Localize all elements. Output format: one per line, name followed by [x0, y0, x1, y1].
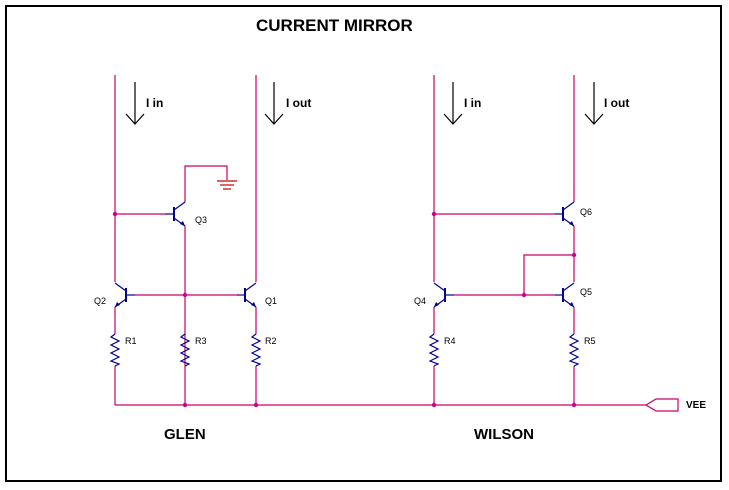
- glen-iin-arrow-icon: [125, 82, 145, 125]
- r5-label: R5: [584, 336, 596, 346]
- q3-transistor-icon: [165, 201, 186, 227]
- junction-dot: [253, 402, 259, 408]
- glen-section-label: GLEN: [164, 426, 206, 443]
- wilson-iin-arrow-icon: [443, 82, 463, 125]
- glen-iin-label: I in: [146, 96, 164, 110]
- junction-dot: [571, 252, 577, 258]
- r2-label: R2: [265, 336, 277, 346]
- glen-wires: [114, 75, 257, 405]
- vee-rail: [115, 398, 679, 412]
- glen-iout-label: I out: [286, 96, 312, 110]
- q6-transistor-icon: [555, 201, 575, 227]
- diagram-title: CURRENT MIRROR: [256, 16, 413, 35]
- vee-port-flag: [644, 398, 679, 412]
- junction-dot: [571, 402, 577, 408]
- q1-transistor-icon: [237, 282, 257, 308]
- junction-dot: [182, 292, 188, 298]
- glen-iout-arrow-icon: [264, 82, 284, 125]
- junction-dot: [182, 402, 188, 408]
- r5-resistor-icon: [568, 333, 580, 367]
- junction-dot: [431, 402, 437, 408]
- wilson-wires: [433, 75, 575, 405]
- junction-dot: [112, 211, 118, 217]
- q6-label: Q6: [580, 207, 593, 217]
- r4-resistor-icon: [428, 333, 440, 367]
- ground-icon: [217, 180, 237, 190]
- r3-label: R3: [195, 336, 207, 346]
- vee-label: VEE: [686, 400, 707, 411]
- current-arrows: [125, 82, 604, 125]
- r1-label: R1: [125, 336, 137, 346]
- glen-q3-collector-wire: [184, 165, 228, 202]
- transistors: [114, 201, 575, 308]
- q2-transistor-icon: [114, 282, 135, 308]
- q4-transistor-icon: [433, 282, 454, 308]
- wilson-iout-arrow-icon: [584, 82, 604, 125]
- resistors: [109, 333, 580, 367]
- junction-dot: [521, 292, 527, 298]
- q3-label: Q3: [195, 215, 208, 225]
- wilson-diode-wire: [523, 254, 574, 295]
- wilson-iin-label: I in: [464, 96, 482, 110]
- q1-label: Q1: [265, 296, 278, 306]
- wilson-iout-label: I out: [604, 96, 630, 110]
- r2-resistor-icon: [250, 333, 262, 367]
- q2-label: Q2: [94, 296, 107, 306]
- q5-transistor-icon: [555, 282, 575, 308]
- q4-label: Q4: [414, 296, 427, 306]
- wilson-section-label: WILSON: [474, 426, 534, 443]
- schematic-border: [5, 5, 722, 482]
- r3-resistor-icon: [179, 333, 191, 367]
- q5-label: Q5: [580, 287, 593, 297]
- junction-dot: [431, 211, 437, 217]
- r4-label: R4: [444, 336, 456, 346]
- junction-dots: [112, 211, 577, 408]
- r1-resistor-icon: [109, 333, 121, 367]
